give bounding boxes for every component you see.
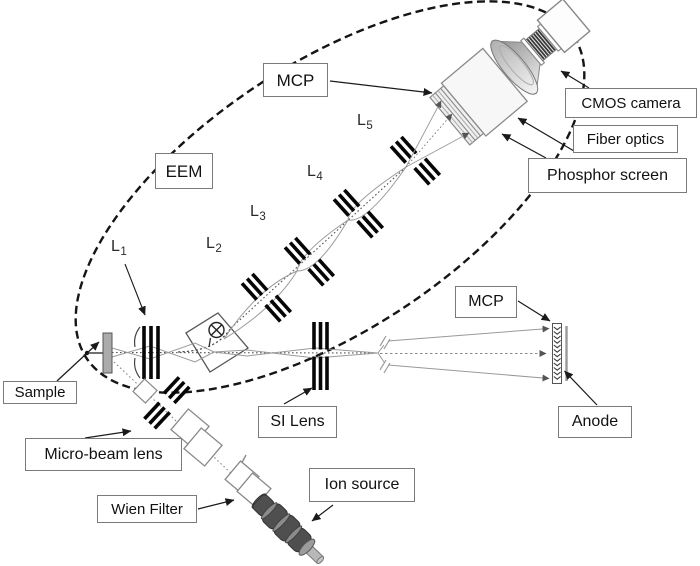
projection-cone-right <box>377 325 550 382</box>
si-lens-label: SI Lens <box>258 406 337 438</box>
micro-beam-lens-stack <box>143 376 191 430</box>
ion-source-label: Ion source <box>309 468 415 502</box>
wien-filter-label: Wien Filter <box>97 495 197 523</box>
micro-beam-lens-label: Micro-beam lens <box>25 438 182 471</box>
lens-l2-stack <box>240 272 293 323</box>
sample-holder <box>84 332 113 374</box>
phosphor-screen-label: Phosphor screen <box>528 158 687 193</box>
lens-label-l4: L4 <box>307 163 323 183</box>
eem-label: EEM <box>155 153 213 189</box>
lens-label-l5: L5 <box>357 112 373 132</box>
aperture-plate <box>132 378 158 404</box>
cmos-camera-label: CMOS camera <box>565 88 697 118</box>
anode-label: Anode <box>558 406 632 438</box>
sample-label: Sample <box>3 381 77 404</box>
mcp-detector-right <box>552 323 568 384</box>
fiber-optics-label: Fiber optics <box>573 125 678 153</box>
lens-l4-stack <box>332 188 385 239</box>
mcp-label-top: MCP <box>263 63 328 97</box>
camera-lens-face <box>490 39 539 95</box>
projection-fan <box>405 100 470 168</box>
b-field-icon <box>208 321 225 348</box>
beam-axes <box>110 166 547 499</box>
lens-label-l3: L3 <box>250 203 266 223</box>
mcp-label-right: MCP <box>455 286 517 318</box>
label-arrows <box>56 70 598 522</box>
lens-label-l2: L2 <box>206 235 222 255</box>
fiber-optic-block <box>440 47 529 137</box>
lens-l1 <box>133 326 160 379</box>
sample-rect <box>102 332 113 374</box>
lens-l3-stack <box>283 236 336 287</box>
lens-label-l1: L1 <box>111 238 127 258</box>
ion-source-body <box>251 493 325 565</box>
lens-l5-stack <box>389 135 442 186</box>
cmos-camera-body <box>536 0 591 54</box>
si-lens-stack <box>312 322 329 390</box>
detector-assembly <box>429 0 591 146</box>
deflector-plate-2 <box>183 427 223 467</box>
eem-boundary-ellipse <box>74 0 586 394</box>
